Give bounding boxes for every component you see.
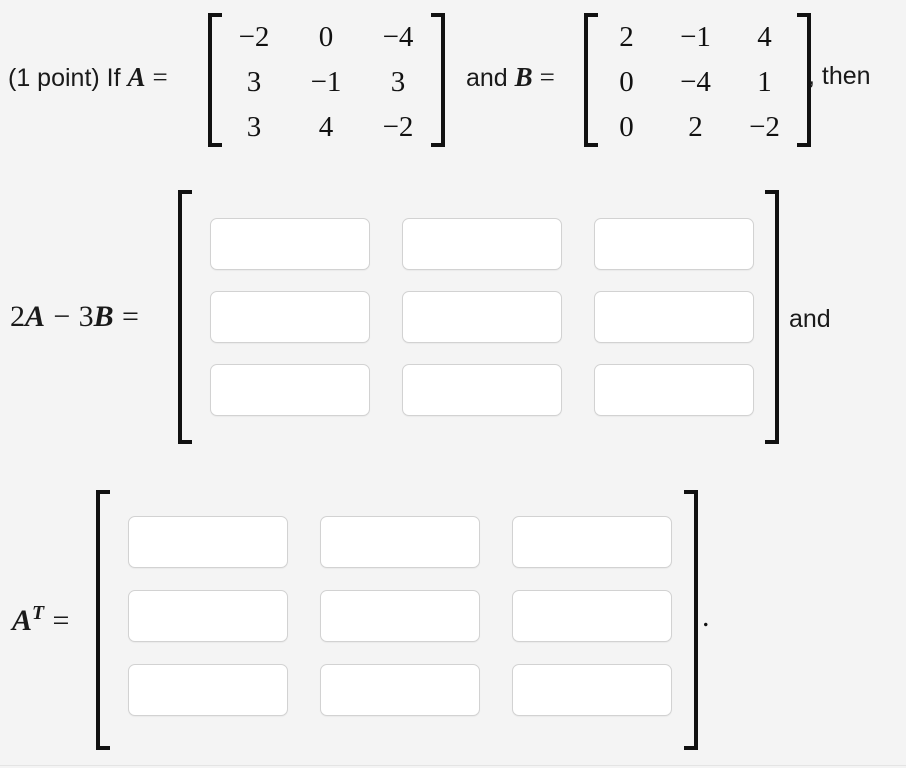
answer-2-left-bracket (96, 490, 110, 750)
matrix-b-symbol: B (514, 62, 533, 92)
answer-1-coeff-2: 2 (10, 300, 25, 333)
answer-2-input-r3c1[interactable] (128, 664, 288, 716)
matrix-a-cell-r2c3: 3 (390, 66, 406, 98)
answer-2-right-bracket (684, 490, 698, 750)
answer-2-input-r3c3[interactable] (512, 664, 672, 716)
problem-statement-lead: (1 point) If A = (8, 62, 168, 93)
problem-statement-row: (1 point) If A = −2 0 −4 3 −1 3 3 4 −2 a… (0, 0, 906, 165)
answer-1-right-bracket (765, 190, 779, 444)
matrix-b-cell-r3c2: 2 (688, 111, 703, 143)
answer-1-coeff-3: 3 (78, 300, 94, 333)
answer-1-input-r3c2[interactable] (402, 364, 562, 416)
answer-2-input-r2c2[interactable] (320, 590, 480, 642)
matrix-b-cell-r2c2: −4 (680, 66, 711, 98)
trailing-period: . (702, 600, 710, 633)
and-label: and (466, 64, 508, 92)
answer-1-input-r1c2[interactable] (402, 218, 562, 270)
matrix-b-cell-r3c1: 0 (619, 111, 634, 143)
equals-sign-b: = (539, 62, 555, 92)
answer-2-input-r1c2[interactable] (320, 516, 480, 568)
answer-2-input-r2c3[interactable] (512, 590, 672, 642)
answer-1-left-bracket (178, 190, 192, 444)
answer-2-transpose-superscript: T (32, 602, 45, 624)
matrix-b-cell-r2c1: 0 (619, 66, 634, 98)
matrix-a-cell-r3c3: −2 (382, 111, 414, 143)
answer-1-input-r3c3[interactable] (594, 364, 754, 416)
matrix-a-left-bracket (208, 13, 222, 147)
answer-1-input-r2c2[interactable] (402, 291, 562, 343)
problem-statement-conjunction: and B = (466, 62, 555, 93)
matrix-a-cell-r1c3: −4 (382, 21, 414, 53)
matrix-b-values: 2 −1 4 0 −4 1 0 2 −2 (592, 15, 799, 150)
answer-1-input-r2c3[interactable] (594, 291, 754, 343)
matrix-b-cell-r1c2: −1 (680, 21, 711, 53)
answer-1-input-r1c3[interactable] (594, 218, 754, 270)
matrix-a-cell-r2c1: 3 (246, 66, 262, 98)
answer-2-symbol-a: A (12, 604, 33, 637)
answer-2-input-r1c3[interactable] (512, 516, 672, 568)
answer-1-label: 2A − 3B = (10, 300, 139, 334)
answer-1-input-r2c1[interactable] (210, 291, 370, 343)
answer-1-side-and-label: and (789, 305, 831, 333)
matrix-a-cell-r3c1: 3 (246, 111, 262, 143)
matrix-a-cell-r1c2: 0 (318, 21, 334, 53)
footer-divider (0, 765, 906, 766)
answer-2-input-r1c1[interactable] (128, 516, 288, 568)
matrix-a-symbol: A (127, 62, 146, 92)
matrix-a-cell-r3c2: 4 (318, 111, 334, 143)
answer-2-input-r2c1[interactable] (128, 590, 288, 642)
then-label: , then (808, 62, 871, 90)
equals-sign-a: = (152, 62, 168, 92)
matrix-a-cell-r2c2: −1 (310, 66, 342, 98)
matrix-b-cell-r1c3: 4 (757, 21, 772, 53)
matrix-b-cell-r3c3: −2 (749, 111, 780, 143)
answer-1-input-r1c1[interactable] (210, 218, 370, 270)
matrix-b-right-bracket (797, 13, 811, 147)
points-label: (1 point) If (8, 64, 121, 92)
answer-1-symbol-a: A (25, 300, 46, 333)
answer-1-symbol-b: B (93, 300, 114, 333)
matrix-b-cell-r1c1: 2 (619, 21, 634, 53)
matrix-a-values: −2 0 −4 3 −1 3 3 4 −2 (218, 15, 434, 150)
answer-1-input-r3c1[interactable] (210, 364, 370, 416)
answer-1-equals: = (121, 300, 139, 333)
matrix-b-left-bracket (584, 13, 598, 147)
answer-1-minus: − (53, 300, 71, 333)
matrix-b-cell-r2c3: 1 (757, 66, 772, 98)
answer-2-equals: = (52, 604, 70, 637)
answer-2-label: AT = (12, 602, 69, 638)
matrix-a-right-bracket (431, 13, 445, 147)
answer-2-input-r3c2[interactable] (320, 664, 480, 716)
matrix-a-cell-r1c1: −2 (238, 21, 270, 53)
